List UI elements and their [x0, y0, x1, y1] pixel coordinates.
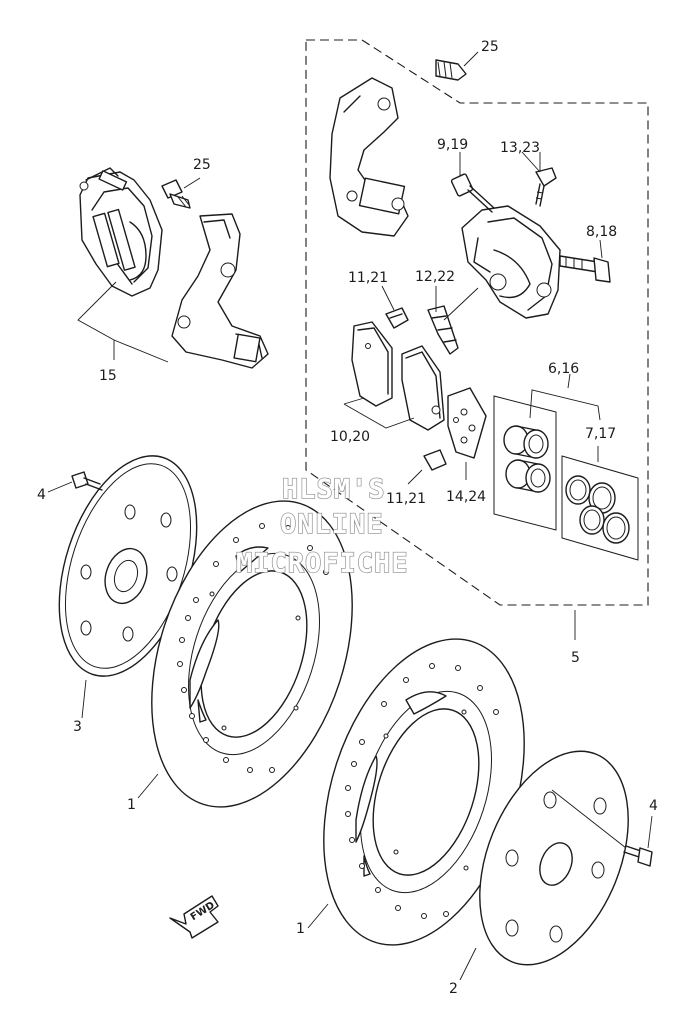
callout-6-16: 6,16 — [548, 361, 579, 377]
callout-15: 15 — [99, 368, 117, 384]
right-brake-disc — [323, 638, 525, 946]
pad-clip-11-21-upper — [385, 307, 409, 329]
pin-9-19 — [450, 173, 495, 213]
pad-clip-11-21-lower — [423, 449, 447, 471]
pad-shim-14-24 — [447, 387, 487, 459]
callout-2: 2 — [449, 981, 458, 997]
callout-7-17: 7,17 — [585, 426, 616, 442]
callout-9-19: 9,19 — [437, 137, 468, 153]
callout-4-right: 4 — [649, 798, 658, 814]
callout-3: 3 — [73, 719, 82, 735]
right-bolt-25 — [435, 59, 467, 81]
left-brake-disc — [151, 500, 353, 808]
callout-14-24: 14,24 — [446, 489, 486, 505]
watermark-line-3: MICROFICHE — [236, 548, 409, 579]
callout-10-20: 10,20 — [330, 429, 370, 445]
callout-1-left: 1 — [127, 797, 136, 813]
left-adapter-plate — [58, 455, 198, 677]
assembly-boundary — [305, 39, 649, 606]
right-caliper-bracket — [329, 77, 409, 237]
watermark-line-1: HLSM'S — [282, 474, 386, 505]
right-adapter-plate — [479, 750, 629, 966]
pad-spring-12-22 — [427, 305, 459, 355]
callout-5: 5 — [571, 650, 580, 666]
right-screw-4 — [623, 845, 653, 867]
callout-25-left: 25 — [193, 157, 211, 173]
left-screw-4 — [71, 471, 103, 491]
callout-25-right: 25 — [481, 39, 499, 55]
bleeder-13-23 — [535, 167, 557, 207]
callout-11-21-upper: 11,21 — [348, 270, 388, 286]
callout-4-left: 4 — [37, 487, 46, 503]
callout-13-23: 13,23 — [500, 140, 540, 156]
bolt-8-18 — [559, 255, 611, 283]
caliper-pistons — [493, 395, 557, 531]
fwd-arrow-icon: FWD — [169, 895, 219, 939]
left-caliper-assembly — [79, 167, 163, 297]
callout-12-22: 12,22 — [415, 269, 455, 285]
left-caliper-bracket — [171, 213, 269, 369]
right-caliper — [461, 205, 561, 319]
watermark-line-2: ONLINE — [280, 509, 384, 540]
piston-seals — [561, 455, 639, 561]
callout-11-21-lower: 11,21 — [386, 491, 426, 507]
callout-8-18: 8,18 — [586, 224, 617, 240]
left-bolt-25 — [161, 179, 191, 209]
callout-1-right: 1 — [296, 921, 305, 937]
brake-pads — [351, 321, 445, 431]
watermark: HLSM'S ONLINE MICROFICHE — [235, 473, 409, 579]
